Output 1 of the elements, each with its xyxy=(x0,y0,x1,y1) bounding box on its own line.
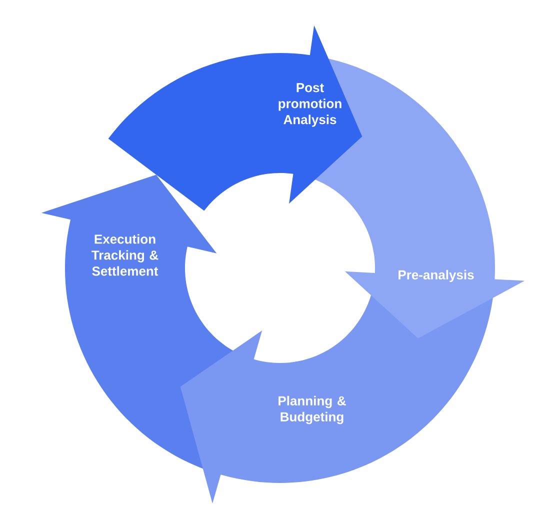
arrow-segment: Post promotion Analysis xyxy=(108,25,362,211)
